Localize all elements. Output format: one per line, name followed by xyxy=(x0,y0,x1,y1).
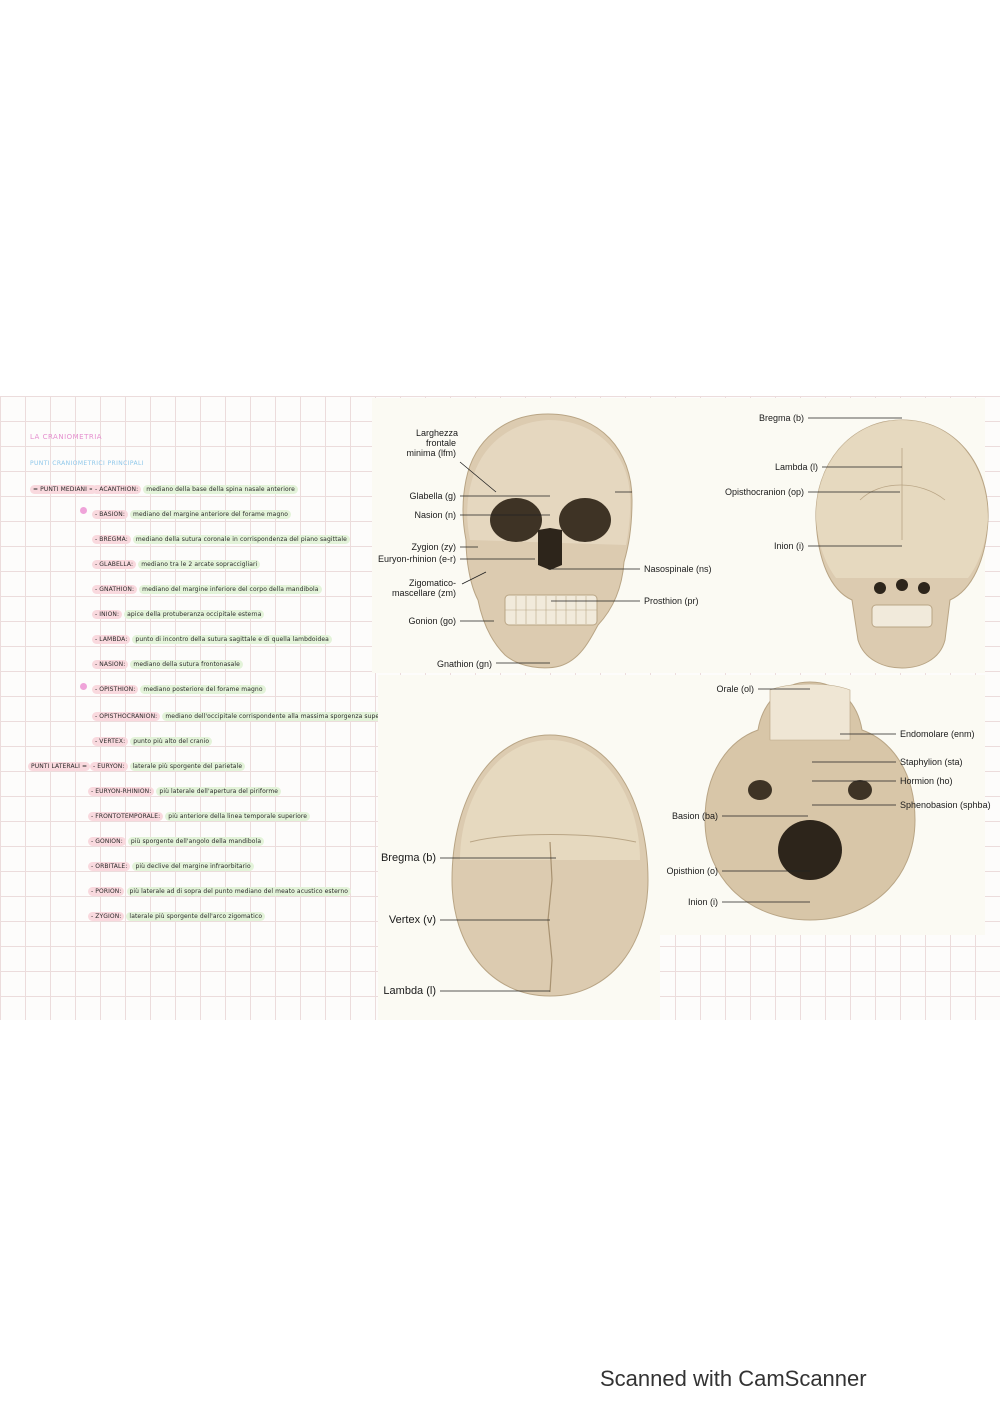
lateral-item: - ZYGION: laterale più sporgente dell'ar… xyxy=(88,912,266,921)
label-top-vertex: Vertex (v) xyxy=(388,914,436,926)
label-back-inion: Inion (i) xyxy=(773,541,804,551)
camscanner-watermark: Scanned with CamScanner xyxy=(600,1366,867,1391)
median-item: - VERTEX: punto più alto del cranio xyxy=(92,737,213,746)
front-skull-image xyxy=(462,413,633,669)
label-nasion: Nasion (n) xyxy=(414,510,456,520)
lateral-heading: PUNTI LATERALI = xyxy=(28,762,91,771)
base-leader-lines xyxy=(722,688,896,903)
median-item: - OPISTHION: mediano posteriore del fora… xyxy=(92,685,266,694)
bullet-dot xyxy=(80,507,87,514)
label-zm-line1: Zigomatico- xyxy=(408,578,456,588)
label-back-lambda: Lambda (l) xyxy=(774,462,818,472)
label-zm-line2: mascellare (zm) xyxy=(391,588,456,598)
label-endomolare: Endomolare (enm) xyxy=(900,729,975,739)
lateral-item: - PORION: più laterale ad di sopra del p… xyxy=(88,887,352,896)
label-back-bregma: Bregma (b) xyxy=(758,413,804,423)
label-orale: Orale (ol) xyxy=(716,684,754,694)
label-lfm-line3: minima (lfm) xyxy=(406,448,457,458)
lateral-item: - EURYON: laterale più sporgente del par… xyxy=(90,762,246,771)
top-leader-lines xyxy=(440,857,556,992)
median-item: - GNATHION: mediano del margine inferior… xyxy=(92,585,322,594)
median-item: - BREGMA: mediano della sutura coronale … xyxy=(92,535,350,544)
back-skull-image xyxy=(815,419,989,669)
median-item: - LAMBDA: punto di incontro della sutura… xyxy=(92,635,332,644)
label-base-inion: Inion (i) xyxy=(687,897,718,907)
label-prosthion: Prosthion (pr) xyxy=(644,596,699,606)
label-gonion: Gonion (go) xyxy=(408,616,456,626)
median-item: - ACANTHION: mediano della base della sp… xyxy=(92,485,298,494)
label-euryon-rhinion: Euryon-rhinion (e-r) xyxy=(377,554,456,564)
base-skull-image xyxy=(704,681,916,921)
label-nasospinale: Nasospinale (ns) xyxy=(644,564,712,574)
median-heading: = PUNTI MEDIANI = xyxy=(30,485,98,494)
label-glabella: Glabella (g) xyxy=(409,491,456,501)
notes-title: LA CRANIOMETRIA xyxy=(30,433,103,441)
label-opisthion: Opisthion (o) xyxy=(666,866,718,876)
label-top-bregma: Bregma (b) xyxy=(380,852,436,864)
back-leader-lines xyxy=(808,417,902,547)
label-hormion: Hormion (ho) xyxy=(900,776,953,786)
label-staphylion: Staphylion (sta) xyxy=(900,757,963,767)
lateral-item: - EURYON-RHINION: più laterale dell'aper… xyxy=(88,787,282,796)
median-item: - OPISTHOCRANION: mediano dell'occipital… xyxy=(92,712,430,721)
notes-subtitle: PUNTI CRANIOMETRICI PRINCIPALI xyxy=(30,460,144,467)
label-sphenobasion: Sphenobasion (sphba) xyxy=(900,800,991,810)
label-lfm-line2: frontale xyxy=(425,438,456,448)
lateral-item: - GONION: più sporgente dell'angolo dell… xyxy=(88,837,265,846)
label-gnathion: Gnathion (gn) xyxy=(436,659,492,669)
median-item: - INION: apice della protuberanza occipi… xyxy=(92,610,265,619)
median-item: - BASION: mediano del margine anteriore … xyxy=(92,510,292,519)
lateral-item: - FRONTOTEMPORALE: più anteriore della l… xyxy=(88,812,311,821)
label-opisthocranion: Opisthocranion (op) xyxy=(724,487,804,497)
median-item: - NASION: mediano della sutura frontonas… xyxy=(92,660,243,669)
label-top-lambda: Lambda (l) xyxy=(383,985,436,997)
top-skull-image xyxy=(451,734,649,997)
label-basion: Basion (ba) xyxy=(671,811,718,821)
label-lfm-line1: Larghezza xyxy=(416,428,459,438)
lateral-item: - ORBITALE: più declive del margine infr… xyxy=(88,862,254,871)
bullet-dot xyxy=(80,683,87,690)
front-leader-lines xyxy=(459,461,640,664)
median-item: - GLABELLA: mediano tra le 2 arcate sopr… xyxy=(92,560,261,569)
label-zygion: Zygion (zy) xyxy=(411,542,456,552)
